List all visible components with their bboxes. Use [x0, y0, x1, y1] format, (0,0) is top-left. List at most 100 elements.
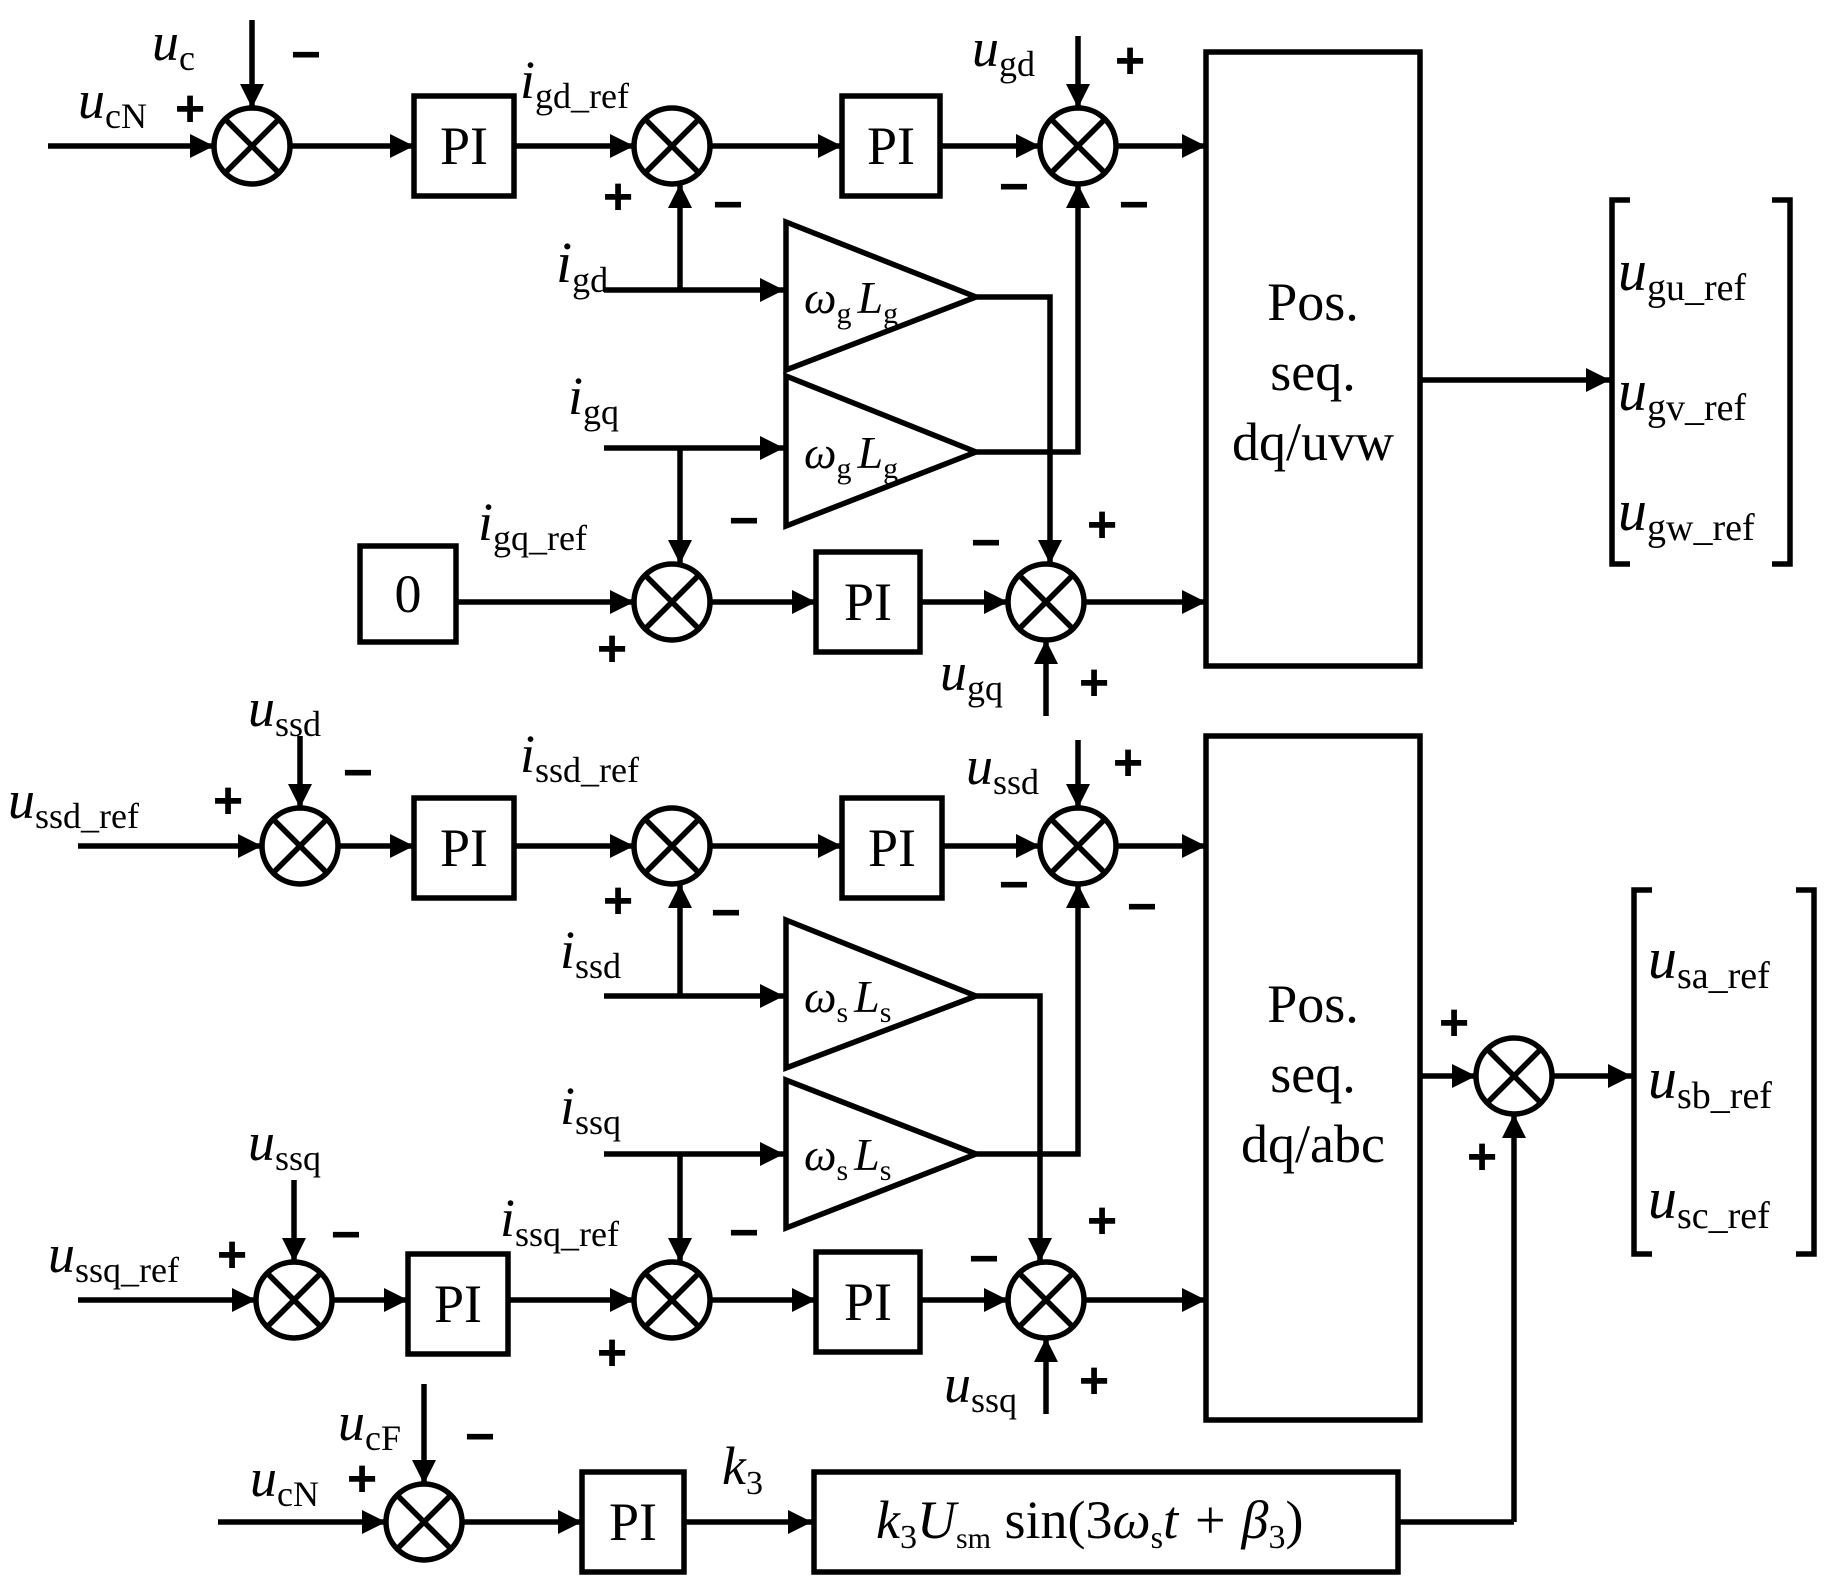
label-i-ssq: issq	[560, 1076, 621, 1142]
pos-seq-dq-abc-block: Pos. seq. dq/abc	[1203, 733, 1423, 1423]
output-grid-ref-2: ugw_ref	[1618, 478, 1755, 549]
arrowhead	[282, 1238, 306, 1262]
sum-dc-voltage	[211, 105, 293, 187]
arrowhead	[240, 84, 264, 108]
arrowhead	[668, 884, 692, 908]
output-stator-ref-0: usa_ref	[1648, 926, 1770, 997]
pi-block-gd-current: PI	[839, 93, 943, 199]
sum-ssq-current	[631, 1259, 713, 1341]
label-u-ssd-right: ussd	[966, 736, 1039, 802]
plus-sign: +	[217, 1226, 247, 1284]
output-stator-ref-1: usb_ref	[1648, 1046, 1772, 1117]
sum-dc-balance	[383, 1481, 465, 1563]
arrowhead	[788, 1510, 812, 1534]
arrowhead	[1608, 1064, 1632, 1088]
label-u-ssq-ref: ussq_ref	[48, 1224, 179, 1290]
pi-block-ssd-current-label: PI	[868, 818, 916, 878]
arrowhead	[190, 134, 214, 158]
minus-sign: −	[465, 1408, 495, 1466]
stator-voltage-ref-vector	[1631, 887, 1817, 1257]
arrowhead	[1066, 884, 1090, 908]
pi-block-dc-balance-label: PI	[609, 1492, 657, 1552]
arrowhead	[1182, 134, 1206, 158]
minus-sign: −	[969, 1230, 999, 1288]
pi-block-ssq-current-label: PI	[844, 1272, 892, 1332]
arrowhead	[412, 1460, 436, 1484]
pos-seq-abc-line: dq/abc	[1241, 1114, 1385, 1174]
wire	[976, 993, 1043, 1262]
minus-sign: −	[713, 176, 743, 234]
arrowhead	[288, 784, 312, 808]
wire	[976, 294, 1053, 564]
plus-sign: +	[175, 80, 205, 138]
label-u-cf: ucF	[338, 1392, 401, 1458]
arrowhead	[610, 834, 634, 858]
arrowhead	[238, 834, 262, 858]
arrowhead	[362, 1510, 386, 1534]
plus-sign: +	[1115, 32, 1145, 90]
plus-sign: +	[1079, 654, 1109, 712]
minus-sign: −	[971, 514, 1001, 572]
label-u-c: uc	[152, 12, 195, 78]
plus-sign: +	[1439, 994, 1469, 1052]
arrowhead	[1028, 1238, 1052, 1262]
sum-ssd-voltage	[259, 805, 341, 887]
arrowhead	[792, 1288, 816, 1312]
pos-seq-dq-uvw-block: Pos.seq.dq/uvw	[1203, 49, 1423, 669]
plus-sign: +	[597, 1324, 627, 1382]
output-grid-ref-0: ugu_ref	[1618, 238, 1747, 309]
label-k3: k3	[722, 1436, 763, 1502]
label-i-ssd-ref: issd_ref	[520, 724, 639, 790]
harmonic-injection-formula: k3Usm sin(3ωst + β3)	[876, 1490, 1303, 1556]
sum-ssq-voltage	[253, 1259, 335, 1341]
minus-sign: −	[999, 856, 1029, 914]
minus-sign: −	[343, 744, 373, 802]
zero-reference-block: 0	[357, 543, 459, 645]
pi-block-ssd-current: PI	[839, 795, 945, 901]
plus-sign: +	[597, 620, 627, 678]
zero-reference-block-label: 0	[395, 564, 422, 624]
pi-block-gd-current-label: PI	[867, 116, 915, 176]
arrowhead	[760, 984, 784, 1008]
wire	[976, 184, 1081, 455]
arrowhead	[1182, 1288, 1206, 1312]
label-i-ssd: issd	[560, 920, 621, 986]
arrowhead	[760, 436, 784, 460]
arrowhead	[760, 1142, 784, 1166]
arrowhead	[984, 590, 1008, 614]
label-i-ssq-ref: issq_ref	[500, 1188, 619, 1254]
arrowhead	[1066, 784, 1090, 808]
sum-ssd-current	[631, 805, 713, 887]
pos-seq-abc-line: seq.	[1270, 1044, 1355, 1104]
label-u-gq: ugq	[940, 642, 1003, 708]
pos-seq-abc-line: Pos.	[1267, 974, 1359, 1034]
sum-gq-current	[631, 561, 713, 643]
arrowhead	[1016, 834, 1040, 858]
arrowhead	[984, 1288, 1008, 1312]
pos-seq-uvw-line: dq/uvw	[1232, 412, 1394, 472]
sum-gd-current	[631, 105, 713, 187]
label-i-gq-ref: igq_ref	[478, 492, 587, 558]
plus-sign: +	[347, 1450, 377, 1508]
sum-ssd-output	[1037, 805, 1119, 887]
arrowhead	[1016, 134, 1040, 158]
plus-sign: +	[1467, 1128, 1497, 1186]
arrowhead	[232, 1288, 256, 1312]
pi-block-dc-voltage: PI	[411, 93, 517, 199]
arrowhead	[1034, 640, 1058, 664]
arrowhead	[792, 590, 816, 614]
arrowhead	[1038, 540, 1062, 564]
plus-sign: +	[603, 168, 633, 226]
arrowhead	[610, 134, 634, 158]
label-i-gd-ref: igd_ref	[520, 50, 629, 116]
label-i-gq: igq	[568, 366, 619, 432]
arrowhead	[1182, 834, 1206, 858]
output-grid-ref-1: ugv_ref	[1618, 358, 1747, 429]
minus-sign: −	[711, 884, 741, 942]
minus-sign: −	[999, 158, 1029, 216]
